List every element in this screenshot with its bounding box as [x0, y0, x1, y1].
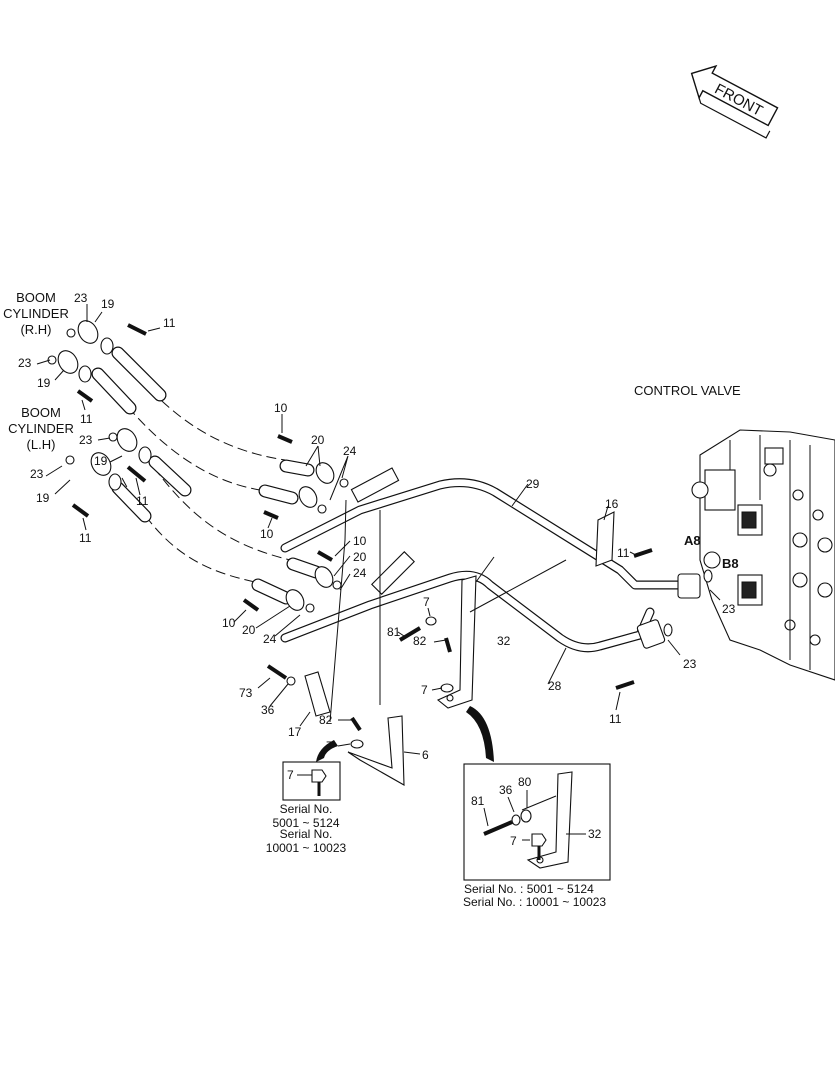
part-81: 81: [387, 625, 401, 639]
port-b8-label: B8: [722, 556, 739, 571]
part-23-b: 23: [18, 356, 32, 370]
part-20-c: 20: [242, 623, 256, 637]
part-7-a: 7: [423, 595, 430, 609]
part-10-a: 10: [274, 401, 288, 415]
part-19-b: 19: [37, 376, 51, 390]
control-valve-label: CONTROL VALVE: [634, 383, 741, 398]
part-numbers: 23 19 11 23 19 11 23 19 23 19 11 11 10 2…: [18, 291, 736, 762]
pipe-flanges: [285, 462, 415, 613]
boom-lh-label-2: CYLINDER: [8, 421, 74, 436]
inset-large-line-1: Serial No. : 5001 ~ 5124: [464, 882, 594, 896]
pipe-28: [280, 570, 655, 653]
part-11-e: 11: [617, 546, 630, 560]
boom-lh-label-3: (L.H): [27, 437, 56, 452]
part-23-e: 23: [722, 602, 736, 616]
inset-small-part-7: 7: [287, 768, 294, 782]
part-36: 36: [261, 703, 275, 717]
part-29: 29: [526, 477, 540, 491]
part-10-d: 10: [222, 616, 236, 630]
part-11-b: 11: [80, 412, 93, 426]
part-10-c: 10: [353, 534, 367, 548]
boom-rh-label-3: (R.H): [20, 322, 51, 337]
part-11-a: 11: [163, 316, 176, 330]
inset-small-line-1: Serial No.: [280, 802, 333, 816]
part-20-a: 20: [311, 433, 325, 447]
part-10-b: 10: [260, 527, 274, 541]
part-23-d: 23: [30, 467, 44, 481]
front-arrow: FRONT: [690, 64, 779, 139]
inset-small: 7 Serial No. 5001 ~ 5124 Serial No. 1000…: [266, 761, 347, 855]
clamps: [304, 511, 615, 717]
control-valve-body: [691, 429, 835, 681]
part-11-d: 11: [79, 531, 92, 545]
hoses: [91, 346, 323, 605]
part-23-f: 23: [683, 657, 697, 671]
part-20-b: 20: [353, 550, 367, 564]
inset-small-line-4: 10001 ~ 10023: [266, 841, 347, 855]
part-7-b: 7: [421, 683, 428, 697]
part-11-f: 11: [609, 712, 622, 726]
part-23-c: 23: [79, 433, 93, 447]
part-73: 73: [239, 686, 253, 700]
inset-large: 81 36 80 32 7 Serial No. : 5001 ~ 5124 S…: [463, 763, 611, 909]
part-19-a: 19: [101, 297, 115, 311]
part-16: 16: [605, 497, 619, 511]
part-82-b: 82: [319, 713, 333, 727]
inset-large-part-36: 36: [499, 783, 513, 797]
part-23-a: 23: [74, 291, 88, 305]
boom-lh-label-1: BOOM: [21, 405, 61, 420]
valve-fittings: [636, 569, 713, 649]
part-24-a: 24: [343, 444, 357, 458]
inset-callout-arrows: [316, 706, 494, 762]
part-17: 17: [288, 725, 302, 739]
part-32: 32: [497, 634, 511, 648]
part-19-d: 19: [36, 491, 50, 505]
bracket-6: [347, 715, 405, 786]
part-7-c: 7: [326, 739, 333, 753]
port-a8-label: A8: [684, 533, 701, 548]
inset-large-part-80: 80: [518, 775, 532, 789]
hose-dash-lines: [99, 355, 291, 583]
washers: [286, 616, 454, 749]
part-28: 28: [548, 679, 562, 693]
part-24-b: 24: [353, 566, 367, 580]
inset-large-part-81: 81: [471, 794, 485, 808]
pipe-29: [280, 478, 695, 590]
inset-large-part-7: 7: [510, 834, 517, 848]
boom-rh-label-2: CYLINDER: [3, 306, 69, 321]
part-11-c: 11: [136, 494, 149, 508]
bracket-32: [436, 575, 477, 709]
part-82-a: 82: [413, 634, 427, 648]
cylinder-flanges: [47, 320, 152, 491]
part-19-c: 19: [94, 454, 108, 468]
inset-large-line-2: Serial No. : 10001 ~ 10023: [463, 895, 606, 909]
bolts: [71, 323, 653, 732]
inset-large-part-32: 32: [588, 827, 602, 841]
leader-lines: [36, 304, 721, 755]
part-24-c: 24: [263, 632, 277, 646]
boom-rh-label-1: BOOM: [16, 290, 56, 305]
inset-small-line-3: Serial No.: [280, 827, 333, 841]
inset-small-line-2: 5001 ~ 5124: [272, 816, 339, 830]
part-6: 6: [422, 748, 429, 762]
